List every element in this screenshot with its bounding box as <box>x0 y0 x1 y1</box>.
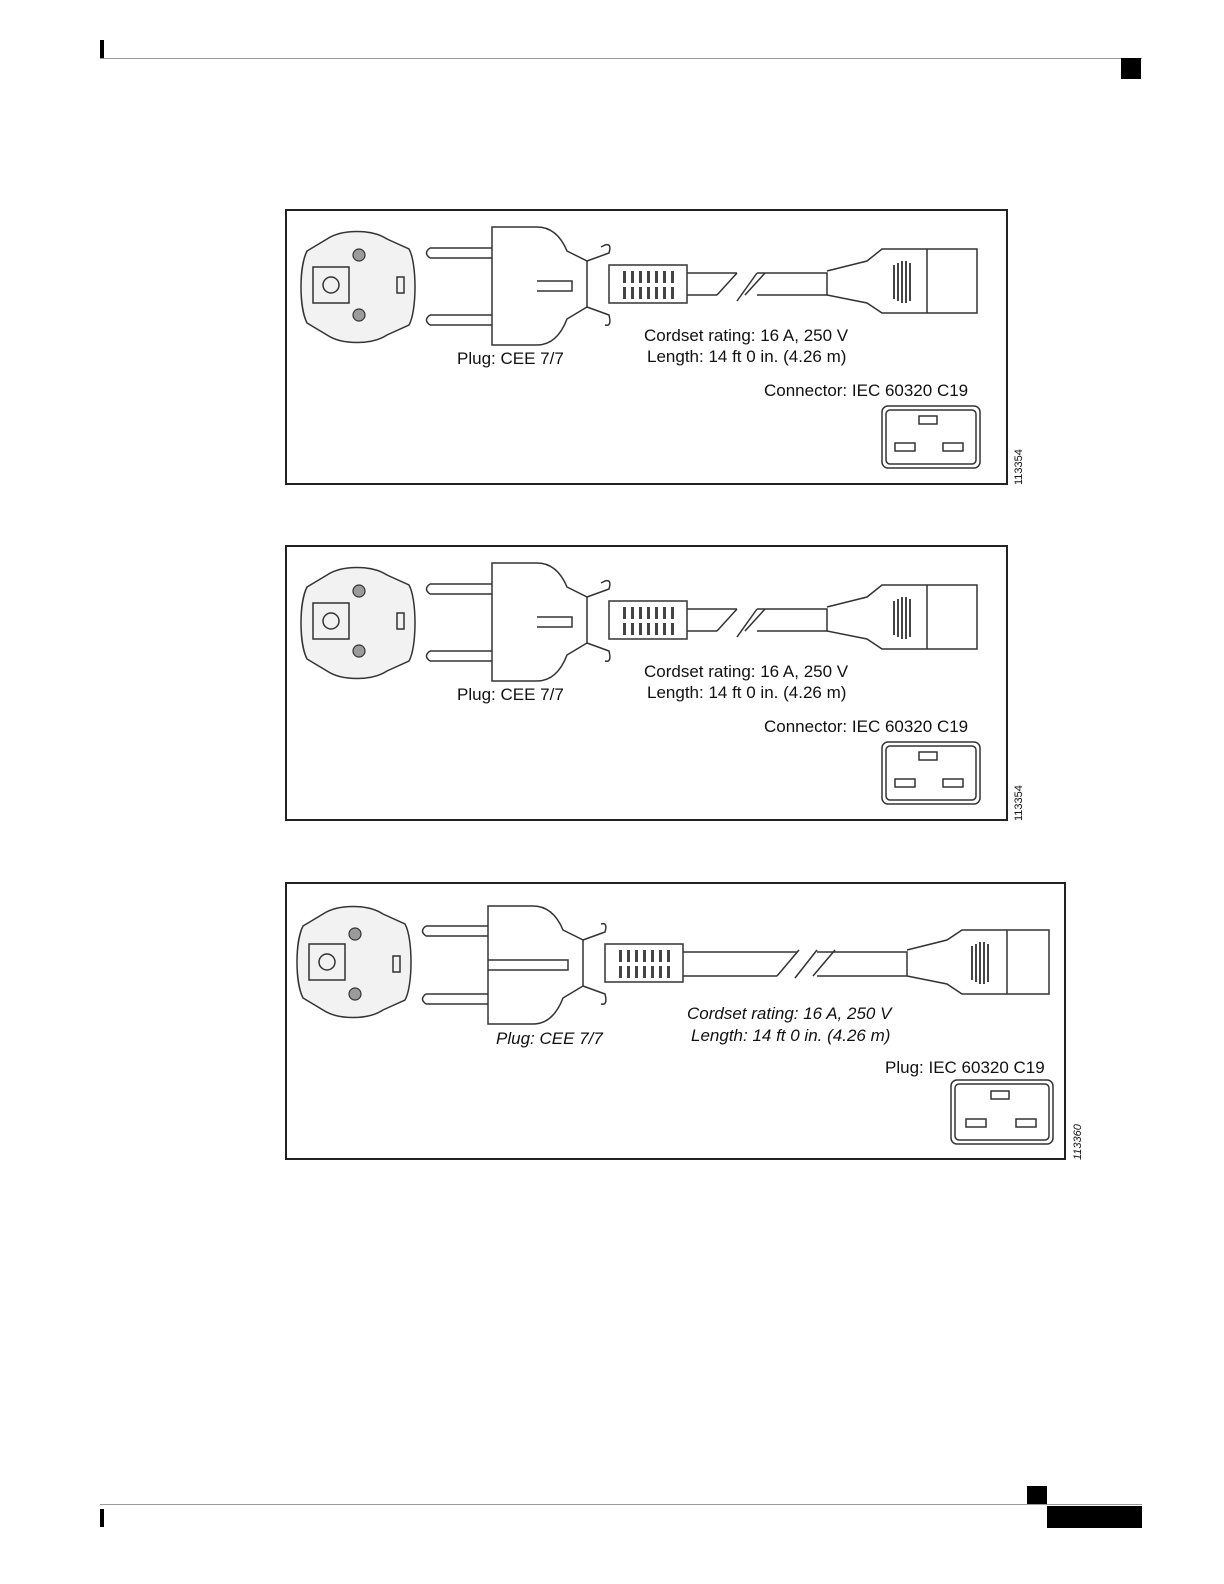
plug-label: Plug: CEE 7/7 <box>496 1029 603 1048</box>
plug-label: Plug: CEE 7/7 <box>457 349 564 368</box>
power-cord-figure-2: Plug: CEE 7/7 Cordset rating: 16 A, 250 … <box>285 545 1008 821</box>
figure-number: 113360 <box>1072 1124 1084 1160</box>
power-cord-figure-1: Plug: CEE 7/7 Cordset rating: 16 A, 250 … <box>285 209 1008 485</box>
figure-number: 113354 <box>1013 785 1025 821</box>
connector-label: Connector: IEC 60320 C19 <box>764 381 969 400</box>
power-cord-figure-3: Plug: CEE 7/7 Cordset rating: 16 A, 250 … <box>285 882 1066 1160</box>
footer-tick <box>100 1509 104 1527</box>
cordset-rating-label: Cordset rating: 16 A, 250 V <box>644 662 849 681</box>
connector-label: Connector: IEC 60320 C19 <box>764 717 969 736</box>
footer-marker <box>1027 1486 1047 1504</box>
length-label: Length: 14 ft 0 in. (4.26 m) <box>647 347 847 366</box>
length-label: Length: 14 ft 0 in. (4.26 m) <box>691 1026 891 1045</box>
footer-page-tab <box>1047 1506 1142 1528</box>
figure-number: 113354 <box>1013 449 1025 485</box>
header-tick <box>100 40 104 58</box>
header-rule <box>100 58 1142 59</box>
footer-rule <box>100 1504 1142 1505</box>
power-cord-illustration <box>300 226 981 469</box>
cordset-rating-label: Cordset rating: 16 A, 250 V <box>644 326 849 345</box>
connector-label: Plug: IEC 60320 C19 <box>885 1058 1045 1077</box>
cordset-rating-label: Cordset rating: 16 A, 250 V <box>687 1004 892 1023</box>
power-cord-illustration <box>296 905 1054 1145</box>
length-label: Length: 14 ft 0 in. (4.26 m) <box>647 683 847 702</box>
plug-label: Plug: CEE 7/7 <box>457 685 564 704</box>
power-cord-illustration <box>300 562 981 805</box>
header-marker <box>1121 58 1141 79</box>
